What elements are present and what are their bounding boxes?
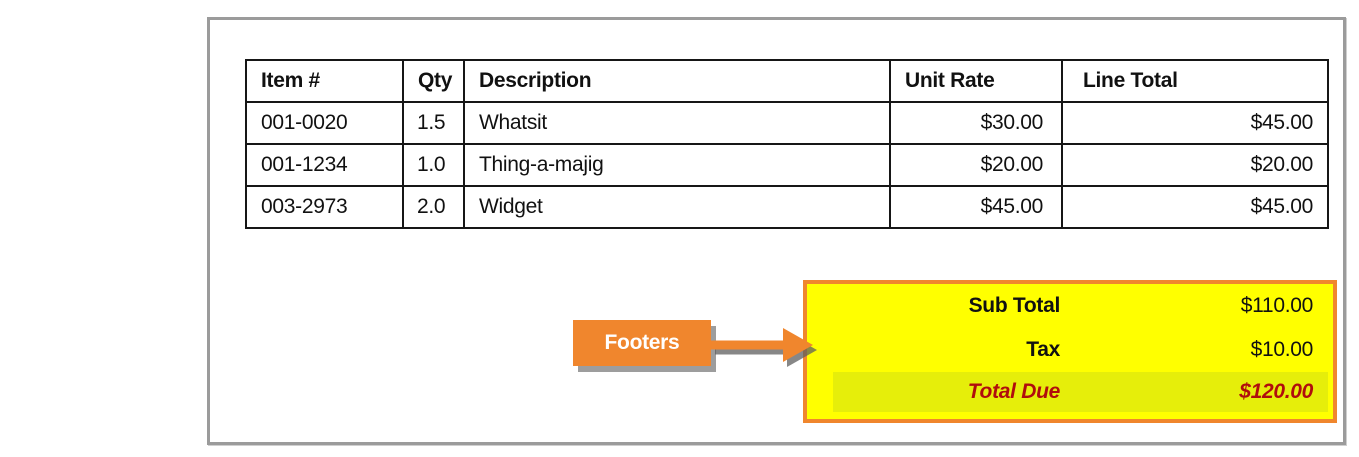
table-header-row: Item # Qty Description Unit Rate Line To… <box>245 59 1329 103</box>
cell-unit-rate: $20.00 <box>889 143 1063 187</box>
callout-arrow-icon <box>711 328 813 362</box>
cell-qty: 1.0 <box>402 143 465 187</box>
callout-label-text: Footers <box>604 331 680 354</box>
invoice-table: Item # Qty Description Unit Rate Line To… <box>245 59 1329 229</box>
footers-callout-label: Footers <box>573 320 711 366</box>
footer-value: $120.00 <box>1239 380 1313 403</box>
cell-line-total: $45.00 <box>1061 185 1329 229</box>
cell-description: Whatsit <box>463 101 891 145</box>
cell-unit-rate: $30.00 <box>889 101 1063 145</box>
footer-label: Total Due <box>967 380 1061 403</box>
cell-description: Widget <box>463 185 891 229</box>
footer-label: Sub Total <box>968 294 1061 317</box>
column-header-description: Description <box>463 59 891 103</box>
column-header-line-total: Line Total <box>1061 59 1329 103</box>
column-header-item-number: Item # <box>245 59 404 103</box>
table-row: 003-2973 2.0 Widget $45.00 $45.00 <box>245 185 1329 229</box>
cell-unit-rate: $45.00 <box>889 185 1063 229</box>
column-header-qty: Qty <box>402 59 465 103</box>
cell-description: Thing-a-majig <box>463 143 891 187</box>
footer-row-tax: Tax $10.00 <box>807 328 1333 372</box>
table-row: 001-0020 1.5 Whatsit $30.00 $45.00 <box>245 101 1329 145</box>
footer-row-total-due: Total Due $120.00 <box>833 372 1328 412</box>
cell-item-number: 003-2973 <box>245 185 404 229</box>
footer-value: $10.00 <box>1250 338 1314 361</box>
table-row: 001-1234 1.0 Thing-a-majig $20.00 $20.00 <box>245 143 1329 187</box>
cell-item-number: 001-0020 <box>245 101 404 145</box>
cell-qty: 1.5 <box>402 101 465 145</box>
column-header-unit-rate: Unit Rate <box>889 59 1063 103</box>
cell-line-total: $20.00 <box>1061 143 1329 187</box>
document-frame: Item # Qty Description Unit Rate Line To… <box>207 17 1346 445</box>
footer-value: $110.00 <box>1240 294 1314 317</box>
cell-qty: 2.0 <box>402 185 465 229</box>
cell-line-total: $45.00 <box>1061 101 1329 145</box>
footer-label: Tax <box>1026 338 1060 361</box>
cell-item-number: 001-1234 <box>245 143 404 187</box>
footer-row-subtotal: Sub Total $110.00 <box>807 284 1333 328</box>
footer-summary-box: Sub Total $110.00 Tax $10.00 Total Due $… <box>803 280 1337 423</box>
